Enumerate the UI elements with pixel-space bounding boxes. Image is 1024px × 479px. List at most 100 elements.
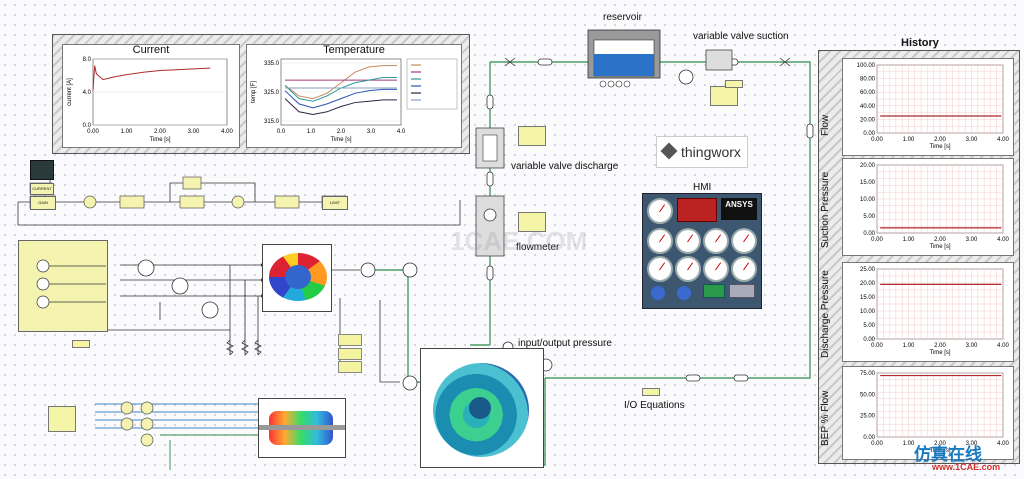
temperature-xtick: 0.0 xyxy=(277,129,286,135)
history-xtick: 3.00 xyxy=(966,343,978,349)
temperature-legend xyxy=(406,58,458,110)
history-xtick: 2.00 xyxy=(934,237,946,243)
reservoir-label: reservoir xyxy=(603,12,642,23)
gain-block-1: GAIN xyxy=(30,196,56,210)
current-xtick: 2.00 xyxy=(154,129,166,135)
history-ytick: 5.00 xyxy=(863,214,875,220)
watermark-text: 1CAE.COM xyxy=(450,226,588,256)
history-side-label-suction: Suction Pressure xyxy=(820,171,831,248)
gauge-3 xyxy=(675,228,701,254)
current-xtick: 0.00 xyxy=(87,129,99,135)
history-xtick: 0.00 xyxy=(871,137,883,143)
history-title: History xyxy=(901,37,939,49)
temperature-xtick: 3.0 xyxy=(367,129,376,135)
hmi-knob-1[interactable] xyxy=(651,286,665,300)
history-xlabel: Time [s] xyxy=(929,144,950,150)
hmi-label: HMI xyxy=(693,182,712,193)
history-ytick: 80.00 xyxy=(860,77,876,83)
history-xtick: 4.00 xyxy=(997,237,1009,243)
current-xtick: 3.00 xyxy=(188,129,200,135)
gauge-4 xyxy=(703,228,729,254)
motor-cutaway-image xyxy=(258,398,346,458)
history-xtick: 1.00 xyxy=(903,343,915,349)
gauge-6 xyxy=(647,256,673,282)
gauge-9 xyxy=(731,256,757,282)
temperature-ytick: 315.0 xyxy=(264,119,280,125)
temperature-ytick: 325.0 xyxy=(264,90,280,96)
note-block-2 xyxy=(338,348,362,360)
history-ytick: 0.00 xyxy=(863,231,875,237)
history-ytick: 15.00 xyxy=(860,295,876,301)
note-block-1 xyxy=(338,334,362,346)
valve-suction-label: variable valve suction xyxy=(693,31,789,42)
ansys-text: ANSYS xyxy=(725,200,753,209)
hmi-knob-2[interactable] xyxy=(677,286,691,300)
current-ytick: 4.0 xyxy=(83,90,92,96)
history-xtick: 2.00 xyxy=(934,137,946,143)
table-block-1 xyxy=(518,126,546,146)
temperature-xtick: 4.0 xyxy=(397,129,406,135)
temperature-xtick: 1.0 xyxy=(307,129,316,135)
temperature-ylabel: temp [F] xyxy=(251,81,257,103)
pump-fea-image xyxy=(420,348,544,468)
history-ytick: 50.00 xyxy=(860,392,876,398)
flowmeter-label: flowmeter xyxy=(516,242,560,253)
history-ytick: 10.00 xyxy=(860,309,876,315)
history-xtick: 0.00 xyxy=(871,343,883,349)
alarm-indicator xyxy=(677,198,717,222)
table-block-6 xyxy=(642,388,660,396)
history-ytick: 10.00 xyxy=(860,197,876,203)
valve-discharge-label: variable valve discharge xyxy=(511,161,619,172)
history-xlabel: Time [s] xyxy=(929,350,950,356)
history-xtick: 1.00 xyxy=(903,237,915,243)
hmi-panel: ANSYS xyxy=(642,193,762,309)
motor-fea-image xyxy=(262,244,332,312)
history-xtick: 3.00 xyxy=(966,237,978,243)
temperature-ytick: 335.0 xyxy=(264,61,280,67)
history-ytick: 20.00 xyxy=(860,163,876,169)
current-xlabel: Time [s] xyxy=(149,137,170,143)
current-block: CURRENT xyxy=(30,183,54,195)
history-xtick: 3.00 xyxy=(966,441,978,447)
current-ytick: 0.0 xyxy=(83,123,92,129)
history-side-label-bep: BEP % Flow xyxy=(820,390,831,446)
hmi-button-grey[interactable] xyxy=(729,284,755,298)
current-xtick: 1.00 xyxy=(121,129,133,135)
gauge-8 xyxy=(703,256,729,282)
gauge-2 xyxy=(647,228,673,254)
table-block-2 xyxy=(518,212,546,232)
hmi-button-green[interactable] xyxy=(703,284,725,298)
thingworx-text: thingworx xyxy=(681,144,741,160)
thingworx-logo: thingworx xyxy=(656,136,748,168)
temperature-series-line xyxy=(284,88,397,109)
current-series-line xyxy=(92,65,211,91)
history-xtick: 1.00 xyxy=(903,441,915,447)
gauge-7 xyxy=(675,256,701,282)
history-ytick: 25.00 xyxy=(860,414,876,420)
history-xtick: 4.00 xyxy=(997,343,1009,349)
history-xtick: 0.00 xyxy=(871,441,883,447)
current-xtick: 4.00 xyxy=(221,129,233,135)
ansys-logo: ANSYS xyxy=(721,198,757,220)
site-brand-url: www.1CAE.com xyxy=(932,462,1001,472)
history-ytick: 5.00 xyxy=(863,323,875,329)
history-ytick: 25.00 xyxy=(860,267,876,273)
history-xtick: 1.00 xyxy=(903,137,915,143)
table-block-3 xyxy=(710,86,738,106)
history-xlabel: Time [s] xyxy=(929,244,950,250)
history-xlabel: Time [s] xyxy=(929,448,950,454)
three-phase-source xyxy=(18,240,108,332)
history-xtick: 3.00 xyxy=(966,137,978,143)
history-xtick: 4.00 xyxy=(997,441,1009,447)
note-block-3 xyxy=(338,361,362,373)
limit-block: LIMIT xyxy=(322,196,348,210)
current-ylabel: current [A] xyxy=(67,78,73,106)
